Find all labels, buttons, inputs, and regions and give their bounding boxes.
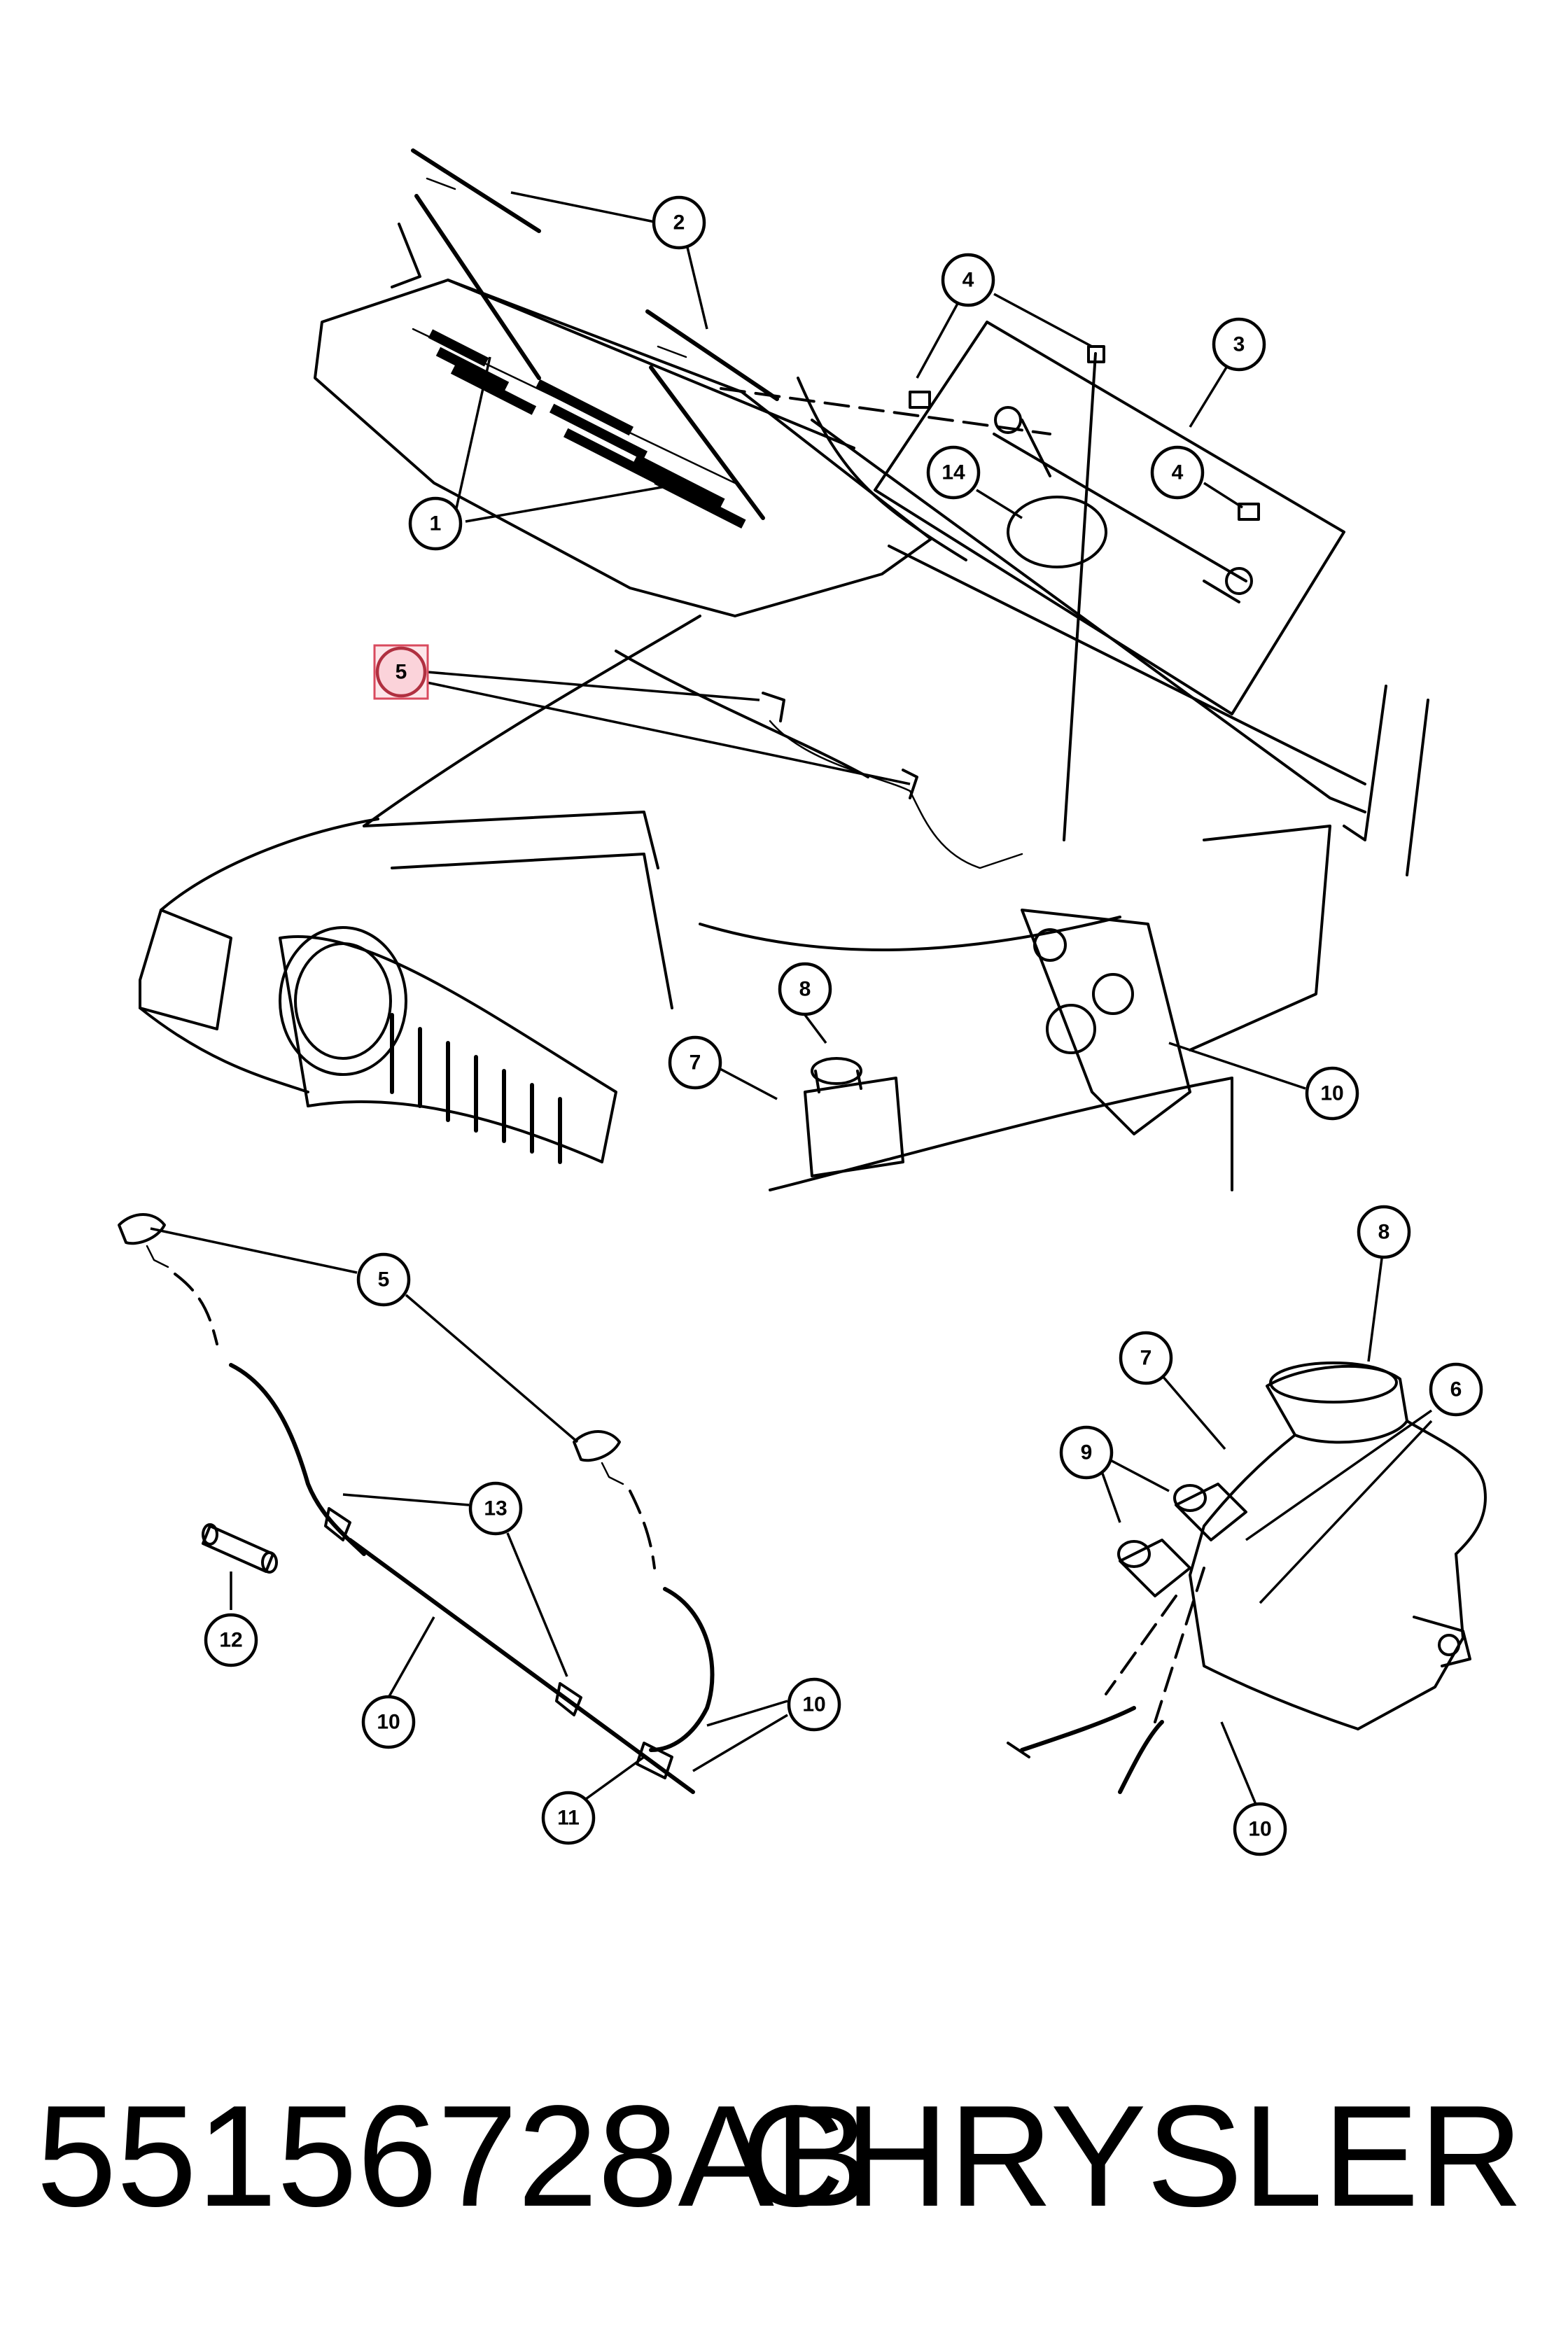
callout-10-right-label: 10 [1248, 1818, 1271, 1841]
cowl-vent-slots [428, 329, 746, 529]
manufacturer-name: CHRYSLER [740, 2076, 1523, 2236]
part-number: 55156728AB [36, 2076, 871, 2236]
callout-10-left[interactable]: 10 [361, 1695, 416, 1749]
callout-8-right[interactable]: 8 [1357, 1205, 1411, 1259]
callout-8-top[interactable]: 8 [778, 962, 832, 1016]
leader-lines [150, 191, 1433, 1807]
callout-11[interactable]: 11 [541, 1791, 596, 1845]
callout-7-right-label: 7 [1140, 1347, 1152, 1370]
callout-7-top[interactable]: 7 [668, 1035, 722, 1090]
callout-2[interactable]: 2 [652, 195, 706, 250]
callout-3[interactable]: 3 [1212, 317, 1266, 372]
callout-10-top[interactable]: 10 [1305, 1066, 1359, 1121]
wiper-arms [411, 148, 779, 520]
callout-13[interactable]: 13 [468, 1481, 523, 1536]
callout-4-right[interactable]: 4 [1150, 445, 1205, 500]
callout-14[interactable]: 14 [926, 445, 981, 500]
callout-4-top-label: 4 [962, 269, 974, 292]
callout-10-top-label: 10 [1320, 1082, 1343, 1105]
callout-8-right-label: 8 [1378, 1221, 1390, 1244]
callout-8-top-label: 8 [799, 978, 811, 1001]
parts-diagram: 2 1 4 3 14 4 5 8 7 10 5 13 [118, 148, 1487, 1856]
grille [279, 926, 617, 1164]
callout-10-right[interactable]: 10 [1233, 1802, 1287, 1856]
callout-3-label: 3 [1233, 333, 1245, 356]
hose-assembly [118, 1213, 715, 1794]
callout-6[interactable]: 6 [1429, 1362, 1483, 1417]
callout-1-label: 1 [430, 512, 442, 536]
callout-10-mid[interactable]: 10 [787, 1677, 841, 1732]
reservoir-top [804, 1057, 904, 1177]
callout-12-label: 12 [219, 1629, 242, 1652]
callout-5-lower-label: 5 [378, 1268, 390, 1292]
callout-10-left-label: 10 [377, 1711, 400, 1734]
callout-14-label: 14 [941, 461, 965, 484]
callout-2-label: 2 [673, 211, 685, 234]
callout-7-top-label: 7 [690, 1051, 701, 1074]
callout-5-lower[interactable]: 5 [356, 1252, 411, 1307]
diagram-svg: 2 1 4 3 14 4 5 8 7 10 5 13 [118, 148, 1487, 1856]
callout-4-right-label: 4 [1172, 461, 1184, 484]
callout-13-label: 13 [484, 1497, 507, 1520]
wiper-motor [909, 345, 1260, 603]
callout-10-mid-label: 10 [802, 1693, 825, 1716]
callout-4-top[interactable]: 4 [941, 253, 995, 307]
callout-7-right[interactable]: 7 [1119, 1331, 1173, 1385]
callout-5-top-highlighted[interactable]: 5 [373, 644, 429, 700]
callout-12[interactable]: 12 [204, 1613, 258, 1667]
footer: 55156728AB CHRYSLER [0, 2072, 1568, 2240]
vehicle-illustration [139, 148, 1429, 1191]
callout-11-label: 11 [557, 1807, 580, 1830]
callout-9[interactable]: 9 [1059, 1425, 1114, 1480]
reservoir-assembly [1007, 1362, 1487, 1794]
callout-5-top-label: 5 [396, 661, 407, 684]
callout-9-label: 9 [1081, 1441, 1093, 1464]
callout-6-label: 6 [1450, 1378, 1462, 1401]
callout-1[interactable]: 1 [408, 496, 463, 551]
